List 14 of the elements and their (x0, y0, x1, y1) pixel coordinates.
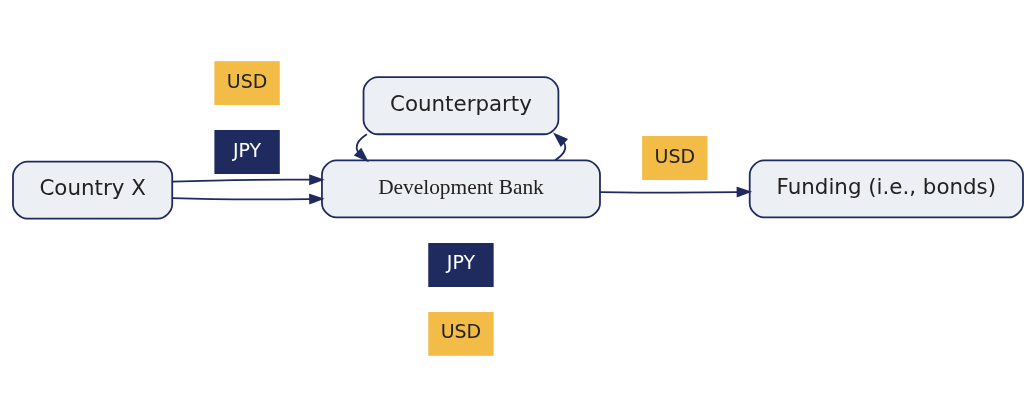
arrow (171, 173, 325, 185)
node-box: Counterparty (362, 75, 560, 135)
node-box: Country X (12, 160, 174, 219)
arrow (599, 186, 753, 197)
arrow (353, 132, 369, 162)
node-box: USD (428, 311, 494, 356)
node-box: JPY (214, 129, 280, 174)
arrow (553, 131, 569, 161)
node-box: USD (642, 135, 708, 180)
node-box: Development Bank (321, 159, 601, 218)
node-box: USD (214, 60, 280, 105)
arrow (171, 193, 325, 204)
node-box: JPY (428, 242, 494, 287)
node-box: Funding (i.e., bonds) (748, 159, 1024, 218)
